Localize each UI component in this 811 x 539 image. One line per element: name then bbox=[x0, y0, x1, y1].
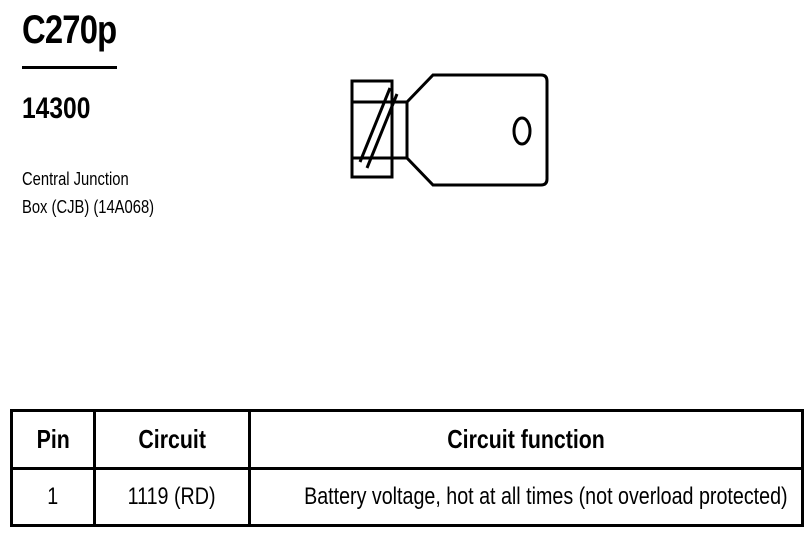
header-pin: Pin bbox=[10, 409, 96, 470]
connector-id: C270p bbox=[22, 8, 117, 52]
terminal-crimp-barrel bbox=[350, 79, 407, 179]
header-circuit: Circuit bbox=[93, 409, 251, 470]
table-row: 1 1119 (RD) Battery voltage, hot at all … bbox=[10, 467, 804, 527]
table-header-row: Pin Circuit Circuit function bbox=[10, 409, 804, 470]
location-line-1: Central Junction bbox=[22, 169, 129, 189]
terminal-blade bbox=[405, 73, 549, 187]
cell-circuit: 1119 (RD) bbox=[93, 467, 251, 527]
header-circuit-function: Circuit function bbox=[248, 409, 804, 470]
location-description: Central Junction Box (CJB) (14A068) bbox=[22, 165, 186, 221]
part-number: 14300 bbox=[22, 92, 91, 125]
terminal-hole bbox=[512, 116, 532, 146]
pin-table: Pin Circuit Circuit function 1 1119 (RD)… bbox=[10, 409, 804, 527]
title-underline bbox=[22, 66, 117, 69]
location-line-2: Box (CJB) (14A068) bbox=[22, 197, 155, 217]
cell-circuit-function: Battery voltage, hot at all times (not o… bbox=[248, 467, 804, 527]
terminal-diagram bbox=[350, 73, 549, 187]
cell-pin: 1 bbox=[10, 467, 96, 527]
